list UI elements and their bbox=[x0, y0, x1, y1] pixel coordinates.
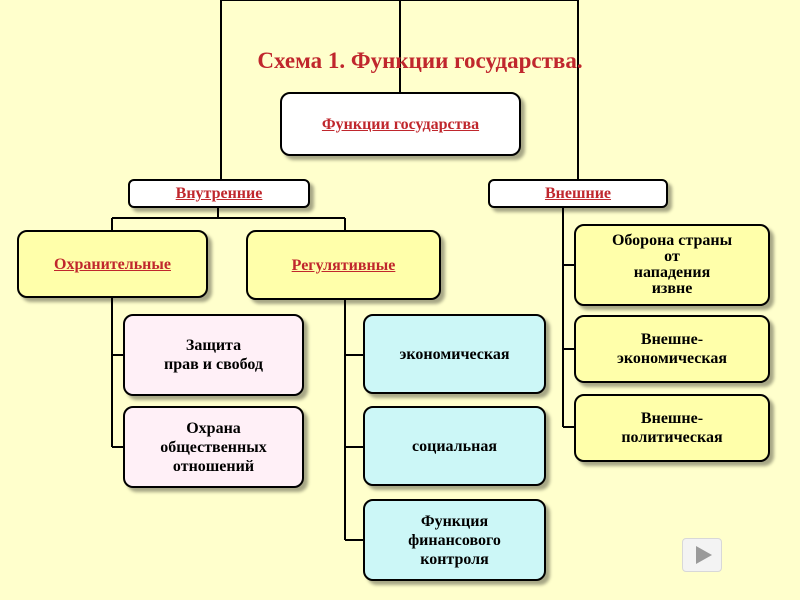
foreign-policy-box: Внешне- политическая bbox=[574, 394, 770, 462]
regulatory-functions-box: Регулятивные bbox=[246, 230, 441, 300]
financial-control-box: Функция финансового контроля bbox=[363, 499, 546, 581]
public-order-protection-box: Охрана общественных отношений bbox=[123, 406, 304, 488]
next-slide-button[interactable] bbox=[682, 538, 722, 572]
economic-function-box: экономическая bbox=[363, 314, 546, 394]
diagram-title: Схема 1. Функции государства. bbox=[257, 48, 583, 73]
protective-functions-box: Охранительные bbox=[17, 230, 208, 298]
foreign-economic-box: Внешне- экономическая bbox=[574, 315, 770, 383]
external-functions-box: Внешние bbox=[488, 179, 668, 208]
defense-box: Оборона страны от нападения извне bbox=[574, 224, 770, 306]
social-function-box: социальная bbox=[363, 406, 546, 486]
internal-functions-box: Внутренние bbox=[128, 179, 310, 208]
root-box: Функции государства bbox=[280, 92, 521, 156]
rights-protection-box: Защита прав и свобод bbox=[123, 314, 304, 396]
play-next-icon bbox=[695, 546, 712, 564]
